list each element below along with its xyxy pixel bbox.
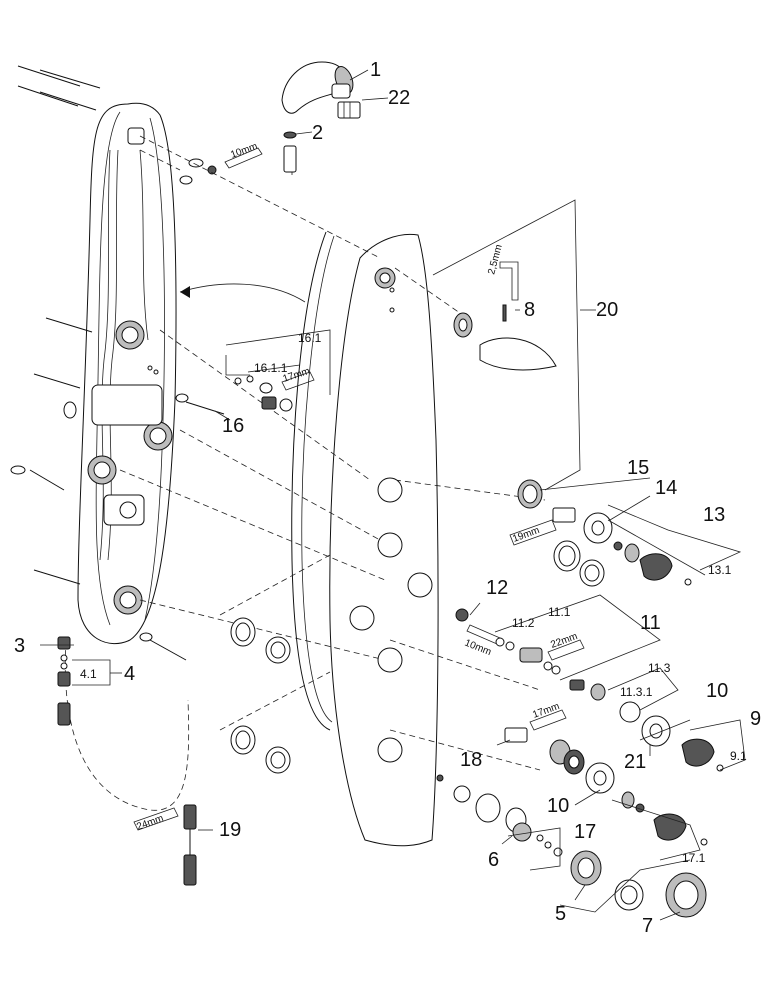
wrench-icon: 24mm <box>133 807 179 833</box>
tool-size-label: 17mm <box>531 701 561 721</box>
part-label-4: 4 <box>124 663 135 685</box>
part-label-12: 12 <box>486 577 508 599</box>
washer <box>188 158 204 168</box>
group-bracket-4 <box>72 659 111 686</box>
part-label-14: 14 <box>655 477 677 499</box>
part-label-16-1: 16.1 <box>298 331 322 345</box>
part-label-3: 3 <box>14 635 25 657</box>
panel-back-body <box>77 102 177 645</box>
assembly-guide-lines <box>64 135 546 811</box>
connector-3-4 <box>57 636 71 726</box>
assembly-arrow <box>179 283 306 303</box>
wrench-icon: 19mm <box>509 519 557 546</box>
group-bracket-11 <box>494 594 661 681</box>
hose-nipple <box>283 145 297 173</box>
cover-plate <box>453 304 557 371</box>
part-label-9: 9 <box>750 708 761 730</box>
part-label-11-1: 11.1 <box>548 605 571 619</box>
seal-washer <box>283 131 297 139</box>
wrench-icon: 17mm <box>529 701 567 731</box>
wrench-icon: 22mm <box>547 631 585 661</box>
group-bracket-16 <box>147 329 331 415</box>
hose-connector-19 <box>183 804 213 886</box>
part-label-21: 21 <box>624 751 646 773</box>
part-label-17-1: 17.1 <box>682 851 706 865</box>
part-label-4-1: 4.1 <box>80 667 97 681</box>
body-jet-icon <box>113 585 143 615</box>
part-label-11-3: 11.3 <box>648 661 671 675</box>
stop-valve-6 <box>436 774 563 857</box>
tool-size-label: 19mm <box>511 525 541 545</box>
wall-screws-middle <box>10 317 187 661</box>
washer <box>179 175 193 185</box>
part-label-7: 7 <box>642 915 653 937</box>
handle-13 <box>613 541 692 586</box>
tool-size-label: 2,5mm <box>486 243 505 275</box>
allen-key-icon: 10mm <box>463 624 501 659</box>
part-label-17: 17 <box>574 821 596 843</box>
part-label-2: 2 <box>312 122 323 144</box>
allen-key-icon: 2,5mm <box>486 243 519 301</box>
group-bracket-20 <box>432 199 596 491</box>
part-label-10-upper: 10 <box>706 680 728 702</box>
part-label-20: 20 <box>596 299 618 321</box>
part-label-9-1: 9.1 <box>730 749 747 763</box>
wall-screws-top <box>17 65 101 111</box>
hand-shower-icon <box>281 61 354 114</box>
handle-9 <box>681 738 724 772</box>
part-label-13-1: 13.1 <box>708 563 732 577</box>
group-bracket-17 <box>611 799 701 861</box>
part-label-19: 19 <box>219 819 241 841</box>
leader-lines <box>40 69 691 921</box>
part-label-13: 13 <box>703 504 725 526</box>
part-label-6: 6 <box>488 849 499 871</box>
diverter-11 <box>495 637 641 723</box>
part-label-11-3-1: 11.3.1 <box>620 685 653 699</box>
thermostat-cartridge <box>552 507 613 544</box>
nut <box>207 165 217 175</box>
group-bracket-11-3 <box>607 667 679 711</box>
part-label-22: 22 <box>388 87 410 109</box>
part-label-16-1-1: 16.1.1 <box>254 361 288 375</box>
part-label-11-2: 11.2 <box>512 616 535 630</box>
tool-size-label: 10mm <box>229 141 259 161</box>
part-numbers: 1 22 2 8 20 16.1 16.1.1 16 15 14 13 13.1… <box>14 59 761 937</box>
group-bracket-5 <box>559 859 691 913</box>
body-jet-icon <box>115 320 145 350</box>
allen-key-icon: 10mm <box>224 141 263 169</box>
arrow-head <box>180 286 190 298</box>
part-label-5: 5 <box>555 903 566 925</box>
group-bracket-6 <box>507 827 561 871</box>
group-bracket-9 <box>689 719 746 771</box>
shower-filter <box>337 101 361 119</box>
valve-18 <box>504 727 585 775</box>
tool-size-label: 10mm <box>463 638 493 659</box>
tool-size-label: 22mm <box>549 631 579 651</box>
body-jet-icon <box>143 421 173 451</box>
nut-12 <box>455 608 469 622</box>
body-jet-icon <box>87 455 117 485</box>
handle-17 <box>621 791 708 846</box>
part-label-8: 8 <box>524 299 535 321</box>
part-label-10-lower: 10 <box>547 795 569 817</box>
part-label-11: 11 <box>640 612 661 634</box>
group-bracket-13 <box>607 504 742 571</box>
part-label-15: 15 <box>627 457 649 479</box>
front-glass-panel <box>291 231 439 847</box>
part-label-1: 1 <box>370 59 381 81</box>
part-label-16: 16 <box>222 415 244 437</box>
part-label-18: 18 <box>460 749 482 771</box>
